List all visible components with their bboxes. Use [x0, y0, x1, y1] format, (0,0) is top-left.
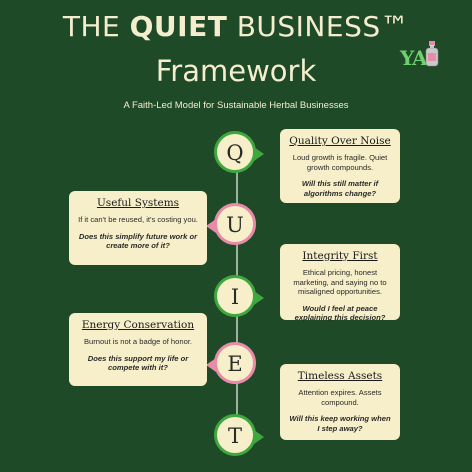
title-suffix: BUSINESS™: [227, 10, 410, 43]
page-title-line2: Framework: [155, 54, 317, 88]
letter-u: U: [226, 213, 244, 237]
letter-badge-q: Q: [214, 131, 264, 173]
card-useful-systems: Useful Systems If it can't be reused, it…: [69, 191, 207, 265]
pointer-left-icon: [206, 219, 216, 233]
letter-q: Q: [226, 141, 244, 165]
card-title: Useful Systems: [96, 197, 180, 209]
card-title: Integrity First: [302, 250, 378, 262]
letter-i: I: [230, 285, 240, 309]
card-title: Energy Conservation: [81, 319, 195, 331]
card-question: Will this still matter if algorithms cha…: [301, 179, 379, 198]
card-question: Does this support my life or compete wit…: [87, 353, 189, 373]
pointer-right-icon: [254, 430, 264, 444]
card-title: Timeless Assets: [297, 370, 383, 382]
logo-text: YA: [400, 46, 427, 70]
page-subtitle: A Faith-Led Model for Sustainable Herbal…: [123, 100, 349, 111]
card-title: Quality Over Noise: [289, 135, 391, 147]
page-title: THE QUIET BUSINESS™: [0, 10, 472, 43]
letter-badge-u: U: [206, 203, 256, 245]
letter-t: T: [227, 424, 242, 448]
card-question: Would I feel at peace explaining this de…: [294, 303, 386, 323]
card-body: Burnout is not a badge of honor.: [83, 337, 193, 346]
card-body: Ethical pricing, honest marketing, and s…: [293, 268, 387, 297]
card-timeless-assets: Timeless Assets Attention expires. Asset…: [280, 364, 400, 440]
card-question: Does this simplify future work or create…: [78, 231, 198, 251]
card-body: Loud growth is fragile. Quiet growth com…: [292, 153, 388, 172]
title-prefix: THE: [62, 10, 130, 43]
letter-badge-i: I: [214, 275, 264, 317]
brand-logo: YA: [400, 40, 446, 74]
letter-badge-e: E: [206, 342, 256, 384]
bottle-icon: [425, 41, 439, 67]
pointer-right-icon: [254, 291, 264, 305]
card-integrity-first: Integrity First Ethical pricing, honest …: [280, 244, 400, 323]
card-energy-conservation: Energy Conservation Burnout is not a bad…: [69, 313, 207, 386]
pointer-right-icon: [254, 147, 264, 161]
card-body: Attention expires. Assets compound.: [298, 388, 382, 407]
pointer-left-icon: [206, 358, 216, 372]
letter-badge-t: T: [214, 414, 264, 456]
title-bold: QUIET: [129, 10, 228, 43]
card-question: Will this keep working when I step away?: [289, 414, 391, 433]
card-quality-over-noise: Quality Over Noise Loud growth is fragil…: [280, 129, 400, 203]
letter-e: E: [227, 352, 243, 376]
card-body: If it can't be reused, it's costing you.: [78, 215, 198, 224]
